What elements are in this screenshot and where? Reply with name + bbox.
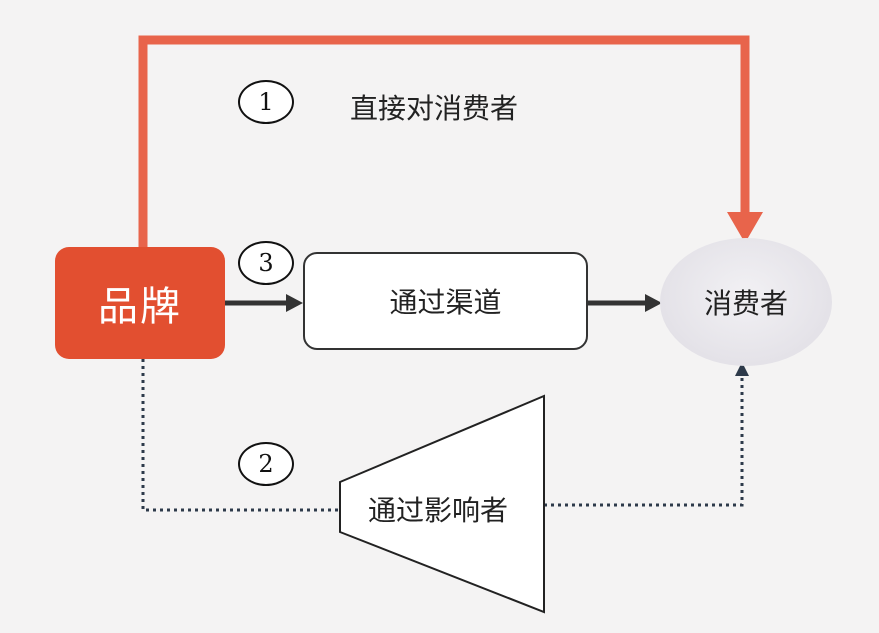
- path-number-1: 1: [238, 80, 294, 124]
- channel-node: 通过渠道: [303, 252, 588, 350]
- consumer-label: 消费者: [703, 287, 788, 320]
- consumer-node: 消费者: [660, 238, 832, 366]
- path-number-3: 3: [238, 241, 294, 285]
- brand-label: 品牌: [98, 284, 182, 330]
- brand-node: 品牌: [55, 247, 225, 359]
- brand-to-channel-arrowhead: [286, 294, 303, 312]
- channel-label: 通过渠道: [389, 286, 502, 319]
- influencer-shape: [339, 394, 545, 614]
- influencer-path-arrowhead: [735, 362, 749, 376]
- direct-path-line: [138, 35, 750, 247]
- channel-to-consumer-arrowhead: [645, 294, 662, 312]
- influencer-path-left: [141, 359, 340, 512]
- direct-path-label: 直接对消费者: [350, 92, 519, 125]
- path-number-2: 2: [238, 442, 294, 486]
- direct-path-arrowhead: [727, 212, 763, 243]
- influencer-path-right: [544, 375, 744, 507]
- influencer-label: 通过影响者: [368, 494, 509, 527]
